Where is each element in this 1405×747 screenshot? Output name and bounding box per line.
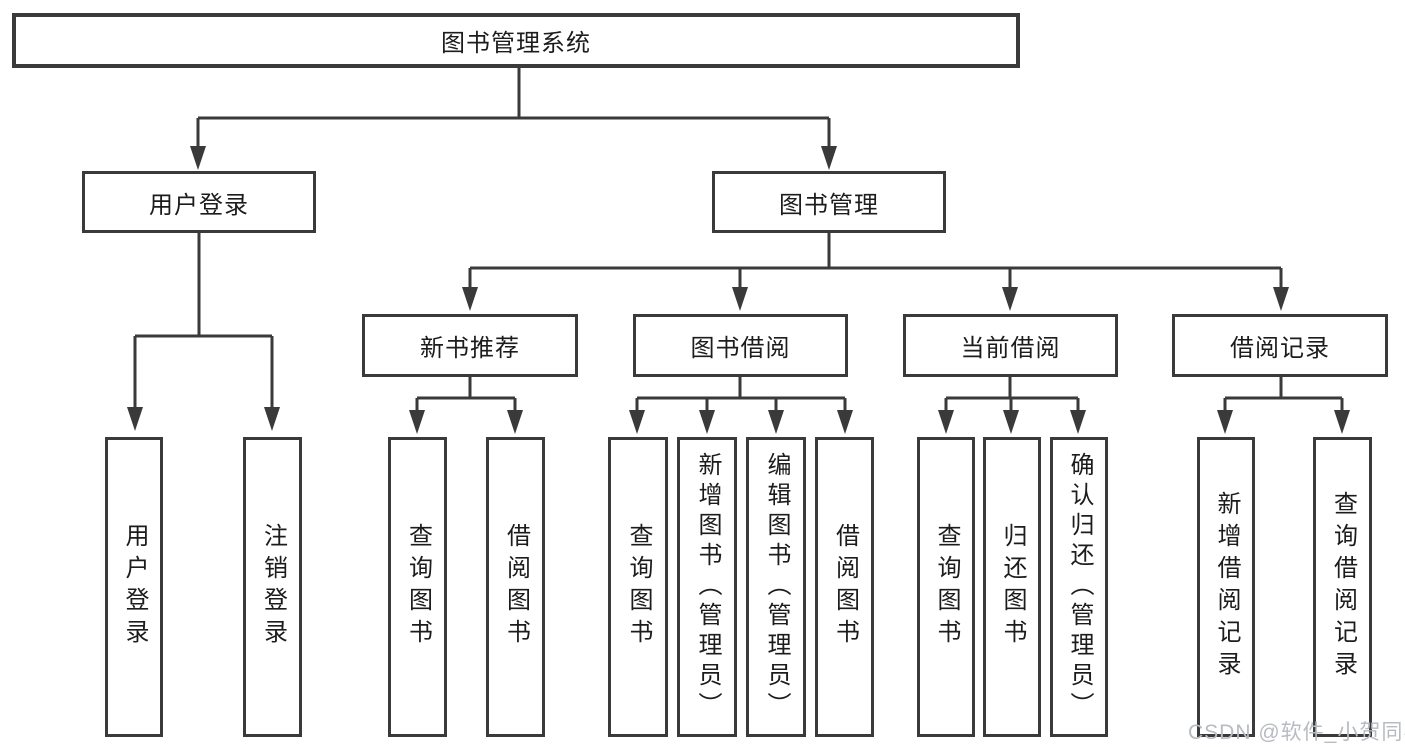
leaf-cb-return-book-label: 归还图书 [999,523,1026,651]
leaf-user-login: 用户登录 [105,437,163,737]
leaf-user-login-label: 用户登录 [121,523,148,651]
node-current-borrow: 当前借阅 [903,314,1118,377]
node-book-management-label: 图书管理 [779,191,879,219]
leaf-bb-add-book-admin-label: 新增图书（管理员） [694,452,721,722]
leaf-rec-borrow-book-label: 借阅图书 [502,523,530,651]
node-user-login: 用户登录 [82,171,316,233]
leaf-bb-add-book-admin: 新增图书（管理员） [677,437,737,737]
node-book-borrow: 图书借阅 [633,314,848,377]
leaf-br-add-record-label: 新增借阅记录 [1213,491,1240,683]
node-current-borrow-label: 当前借阅 [960,335,1061,362]
leaf-br-add-record: 新增借阅记录 [1197,437,1255,737]
csdn-watermark: CSDN @软件_小贺同学 [1188,721,1405,744]
leaf-bb-edit-book-admin-label: 编辑图书（管理员） [763,452,790,722]
leaf-bb-query-book-label: 查询图书 [625,523,652,651]
leaf-cb-confirm-return-admin-label: 确认归还（管理员） [1066,452,1093,722]
leaf-br-query-record-label: 查询借阅记录 [1329,491,1357,683]
node-root-system: 图书管理系统 [12,13,1020,68]
leaf-rec-query-book-label: 查询图书 [404,523,432,651]
leaf-br-query-record: 查询借阅记录 [1313,437,1372,737]
node-borrow-record-label: 借阅记录 [1230,335,1330,362]
leaf-bb-query-book: 查询图书 [608,437,668,737]
node-book-borrow-label: 图书借阅 [690,335,791,362]
leaf-cb-query-book: 查询图书 [917,437,975,737]
node-root-label: 图书管理系统 [441,30,591,57]
leaf-rec-query-book: 查询图书 [388,437,447,737]
node-user-login-label: 用户登录 [149,191,249,219]
node-book-management: 图书管理 [712,171,946,233]
leaf-bb-borrow-book-label: 借阅图书 [831,523,859,651]
leaf-rec-borrow-book: 借阅图书 [486,437,545,737]
leaf-cb-confirm-return-admin: 确认归还（管理员） [1050,437,1108,737]
leaf-cb-query-book-label: 查询图书 [933,523,960,651]
leaf-bb-borrow-book: 借阅图书 [815,437,874,737]
leaf-bb-edit-book-admin: 编辑图书（管理员） [746,437,806,737]
node-new-book-recommend: 新书推荐 [362,314,578,377]
leaf-logout-label: 注销登录 [259,523,287,651]
leaf-logout: 注销登录 [243,437,302,737]
node-borrow-record: 借阅记录 [1172,314,1388,377]
node-new-book-recommend-label: 新书推荐 [420,335,520,362]
leaf-cb-return-book: 归还图书 [983,437,1041,737]
